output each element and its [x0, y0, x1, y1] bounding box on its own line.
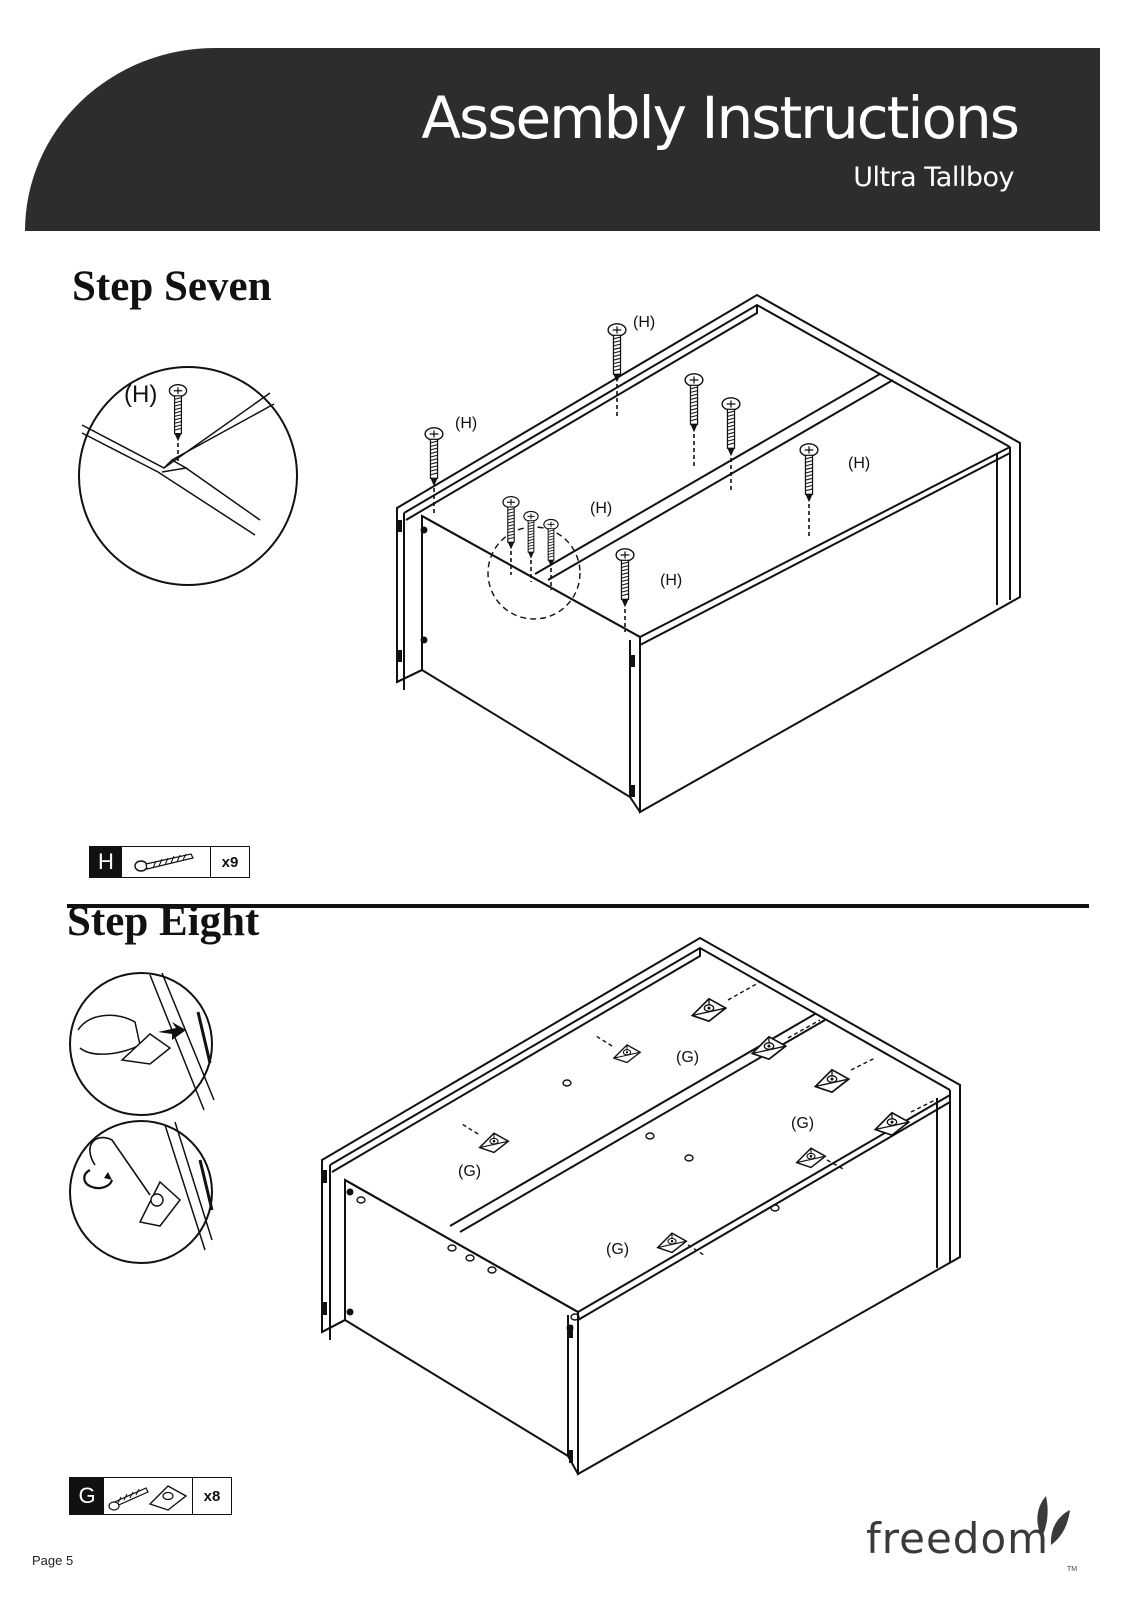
svg-text:(H): (H) — [590, 500, 612, 517]
svg-text:(G): (G) — [791, 1115, 814, 1132]
corner-block-with-screw-icon — [104, 1478, 193, 1514]
svg-text:(H): (H) — [848, 455, 870, 472]
product-name: Ultra Tallboy — [853, 162, 1014, 193]
step-seven-detail-inset: (H) — [78, 366, 298, 586]
svg-text:(G): (G) — [676, 1049, 699, 1066]
step-eight-cabinet — [321, 936, 961, 1476]
svg-text:(H): (H) — [660, 572, 682, 589]
brand-logo-text: freedom — [866, 1514, 1050, 1563]
svg-text:(G): (G) — [458, 1163, 481, 1180]
page-number: Page 5 — [32, 1553, 74, 1568]
freedom-logo-mark — [1037, 1496, 1070, 1545]
hardware-quantity: x9 — [221, 853, 239, 871]
step-eight-inset-push — [69, 972, 215, 1116]
document-title: Assembly Instructions — [421, 84, 1020, 152]
header-banner: Assembly Instructions Ultra Tallboy — [25, 48, 1100, 231]
step-eight-inset-screw — [69, 1120, 214, 1264]
step-eight-corner-blocks — [461, 981, 936, 1256]
svg-text:(G): (G) — [606, 1241, 629, 1258]
inset-part-label: (H) — [124, 381, 157, 408]
step-seven-cabinet — [396, 293, 1021, 814]
hardware-letter: G — [70, 1478, 104, 1514]
step-eight-part-labels: (G) (G) (G) (G) — [458, 1049, 814, 1258]
hardware-key-g: G x8 — [69, 1477, 232, 1515]
svg-text:(H): (H) — [633, 314, 655, 331]
svg-text:(H): (H) — [455, 415, 477, 432]
hardware-key-h: H x9 — [89, 846, 250, 878]
step-divider — [67, 904, 1089, 908]
screw-icon — [122, 847, 211, 877]
step-seven-heading: Step Seven — [72, 263, 272, 310]
hardware-letter: H — [90, 847, 122, 877]
step-seven-part-labels: (H) (H) (H) (H) (H) — [455, 314, 870, 589]
hardware-quantity: x8 — [203, 1487, 221, 1505]
trademark-mark: TM — [1067, 1566, 1078, 1573]
step-seven-screws — [424, 322, 819, 632]
